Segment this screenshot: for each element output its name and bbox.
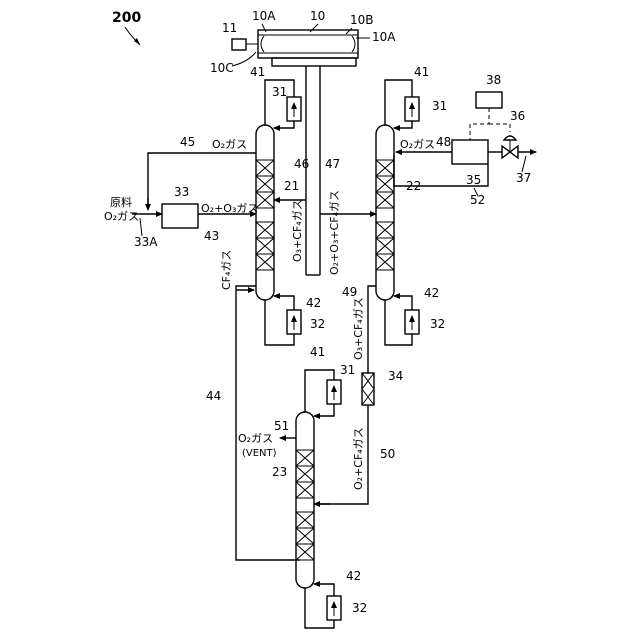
gas-o2-o3: O₂+O₃ガス <box>201 202 258 215</box>
label-51: 51 <box>274 419 289 433</box>
label-35: 35 <box>466 173 481 187</box>
column-23 <box>296 412 314 588</box>
label-44: 44 <box>206 389 221 403</box>
controller-38 <box>476 92 502 108</box>
label-11: 11 <box>222 21 237 35</box>
label-37: 37 <box>516 171 531 185</box>
column-22 <box>376 125 394 300</box>
label-50: 50 <box>380 447 395 461</box>
label-32-a: 32 <box>310 317 325 331</box>
gas-raw-o2-line2: O₂ガス <box>104 210 139 223</box>
label-32-b: 32 <box>430 317 445 331</box>
gas-o2-o3-cf4-47: O₂+O₃+CF₄ガス <box>328 190 341 275</box>
gas-o2-right: O₂ガス <box>400 138 435 151</box>
label-31-c: 31 <box>340 363 355 377</box>
label-10A-left: 10A <box>252 9 276 23</box>
label-36: 36 <box>510 109 525 123</box>
light-source-icon <box>232 39 246 50</box>
label-31-a: 31 <box>272 85 287 99</box>
label-21: 21 <box>284 179 299 193</box>
gas-o2-vent-line1: O₂ガス <box>238 432 273 445</box>
label-42-a: 42 <box>306 296 321 310</box>
valve-icon <box>502 136 518 158</box>
gas-cf4: CF₄ガス <box>220 250 233 290</box>
filter-icon <box>362 373 374 405</box>
label-23: 23 <box>272 465 287 479</box>
label-10: 10 <box>310 9 325 23</box>
label-41-c: 41 <box>310 345 325 359</box>
gas-o3-cf4-49: O₃+CF₄ガス <box>352 297 365 360</box>
controller-35 <box>452 140 488 164</box>
label-32-c: 32 <box>352 601 367 615</box>
gas-o2-top: O₂ガス <box>212 138 247 151</box>
label-10B: 10B <box>350 13 374 27</box>
label-41-a: 41 <box>250 65 265 79</box>
label-49: 49 <box>342 285 357 299</box>
chamber-10 <box>258 30 358 66</box>
label-47: 47 <box>325 157 340 171</box>
label-42-b: 42 <box>424 286 439 300</box>
label-41-b: 41 <box>414 65 429 79</box>
label-33A: 33A <box>134 235 158 249</box>
label-33: 33 <box>174 185 189 199</box>
label-42-c: 42 <box>346 569 361 583</box>
label-10A-right: 10A <box>372 30 396 44</box>
figure-number: 200 <box>112 10 141 26</box>
gas-raw-o2-line1: 原料 <box>110 195 132 209</box>
label-38: 38 <box>486 73 501 87</box>
gas-o3-cf4-46: O₃+CF₄ガス <box>291 199 304 262</box>
gas-o2-vent-line2: (VENT) <box>242 448 277 459</box>
label-46: 46 <box>294 157 309 171</box>
column-21 <box>256 125 274 300</box>
label-48: 48 <box>436 135 451 149</box>
gas-o2-cf4-50: O₂+CF₄ガス <box>352 427 365 490</box>
label-10C: 10C <box>210 61 234 75</box>
mirror-right-icon <box>352 36 355 52</box>
label-31-b: 31 <box>432 99 447 113</box>
label-43: 43 <box>204 229 219 243</box>
ozone-generator-33 <box>162 204 198 228</box>
label-45: 45 <box>180 135 195 149</box>
mirror-left-icon <box>261 36 264 52</box>
label-34: 34 <box>388 369 403 383</box>
